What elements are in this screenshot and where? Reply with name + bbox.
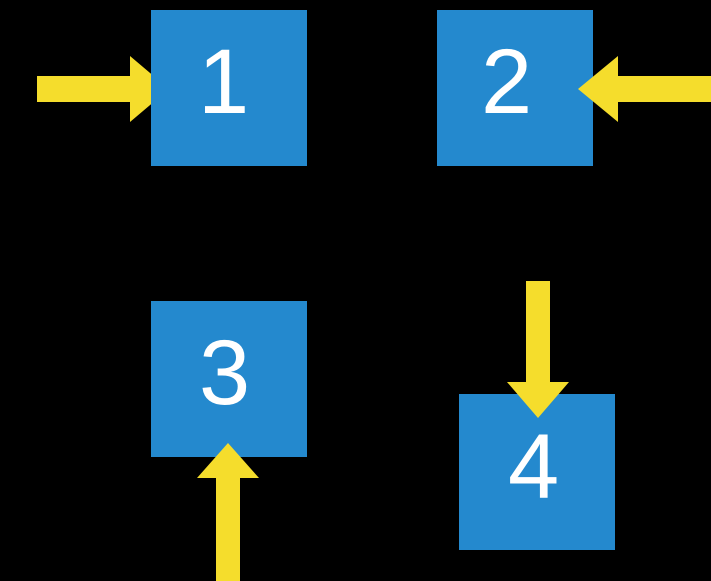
- arrow-down-shape: [507, 281, 569, 418]
- arrow-into-box-2[interactable]: [570, 52, 711, 132]
- node-box-1[interactable]: [151, 10, 307, 166]
- node-box-4[interactable]: [459, 394, 615, 550]
- arrow-into-box-4[interactable]: [502, 278, 577, 423]
- node-box-3[interactable]: [151, 301, 307, 457]
- arrow-left-shape: [578, 56, 711, 122]
- node-label-1: 1: [198, 31, 250, 133]
- node-label-4: 4: [508, 416, 560, 518]
- node-box-2[interactable]: [437, 10, 593, 166]
- node-label-2: 2: [481, 31, 533, 133]
- arrow-up-shape: [197, 443, 259, 581]
- arrow-into-box-1[interactable]: [30, 52, 175, 132]
- arrow-into-box-3[interactable]: [192, 438, 267, 581]
- node-label-3: 3: [199, 322, 251, 424]
- arrow-right-shape: [37, 56, 169, 122]
